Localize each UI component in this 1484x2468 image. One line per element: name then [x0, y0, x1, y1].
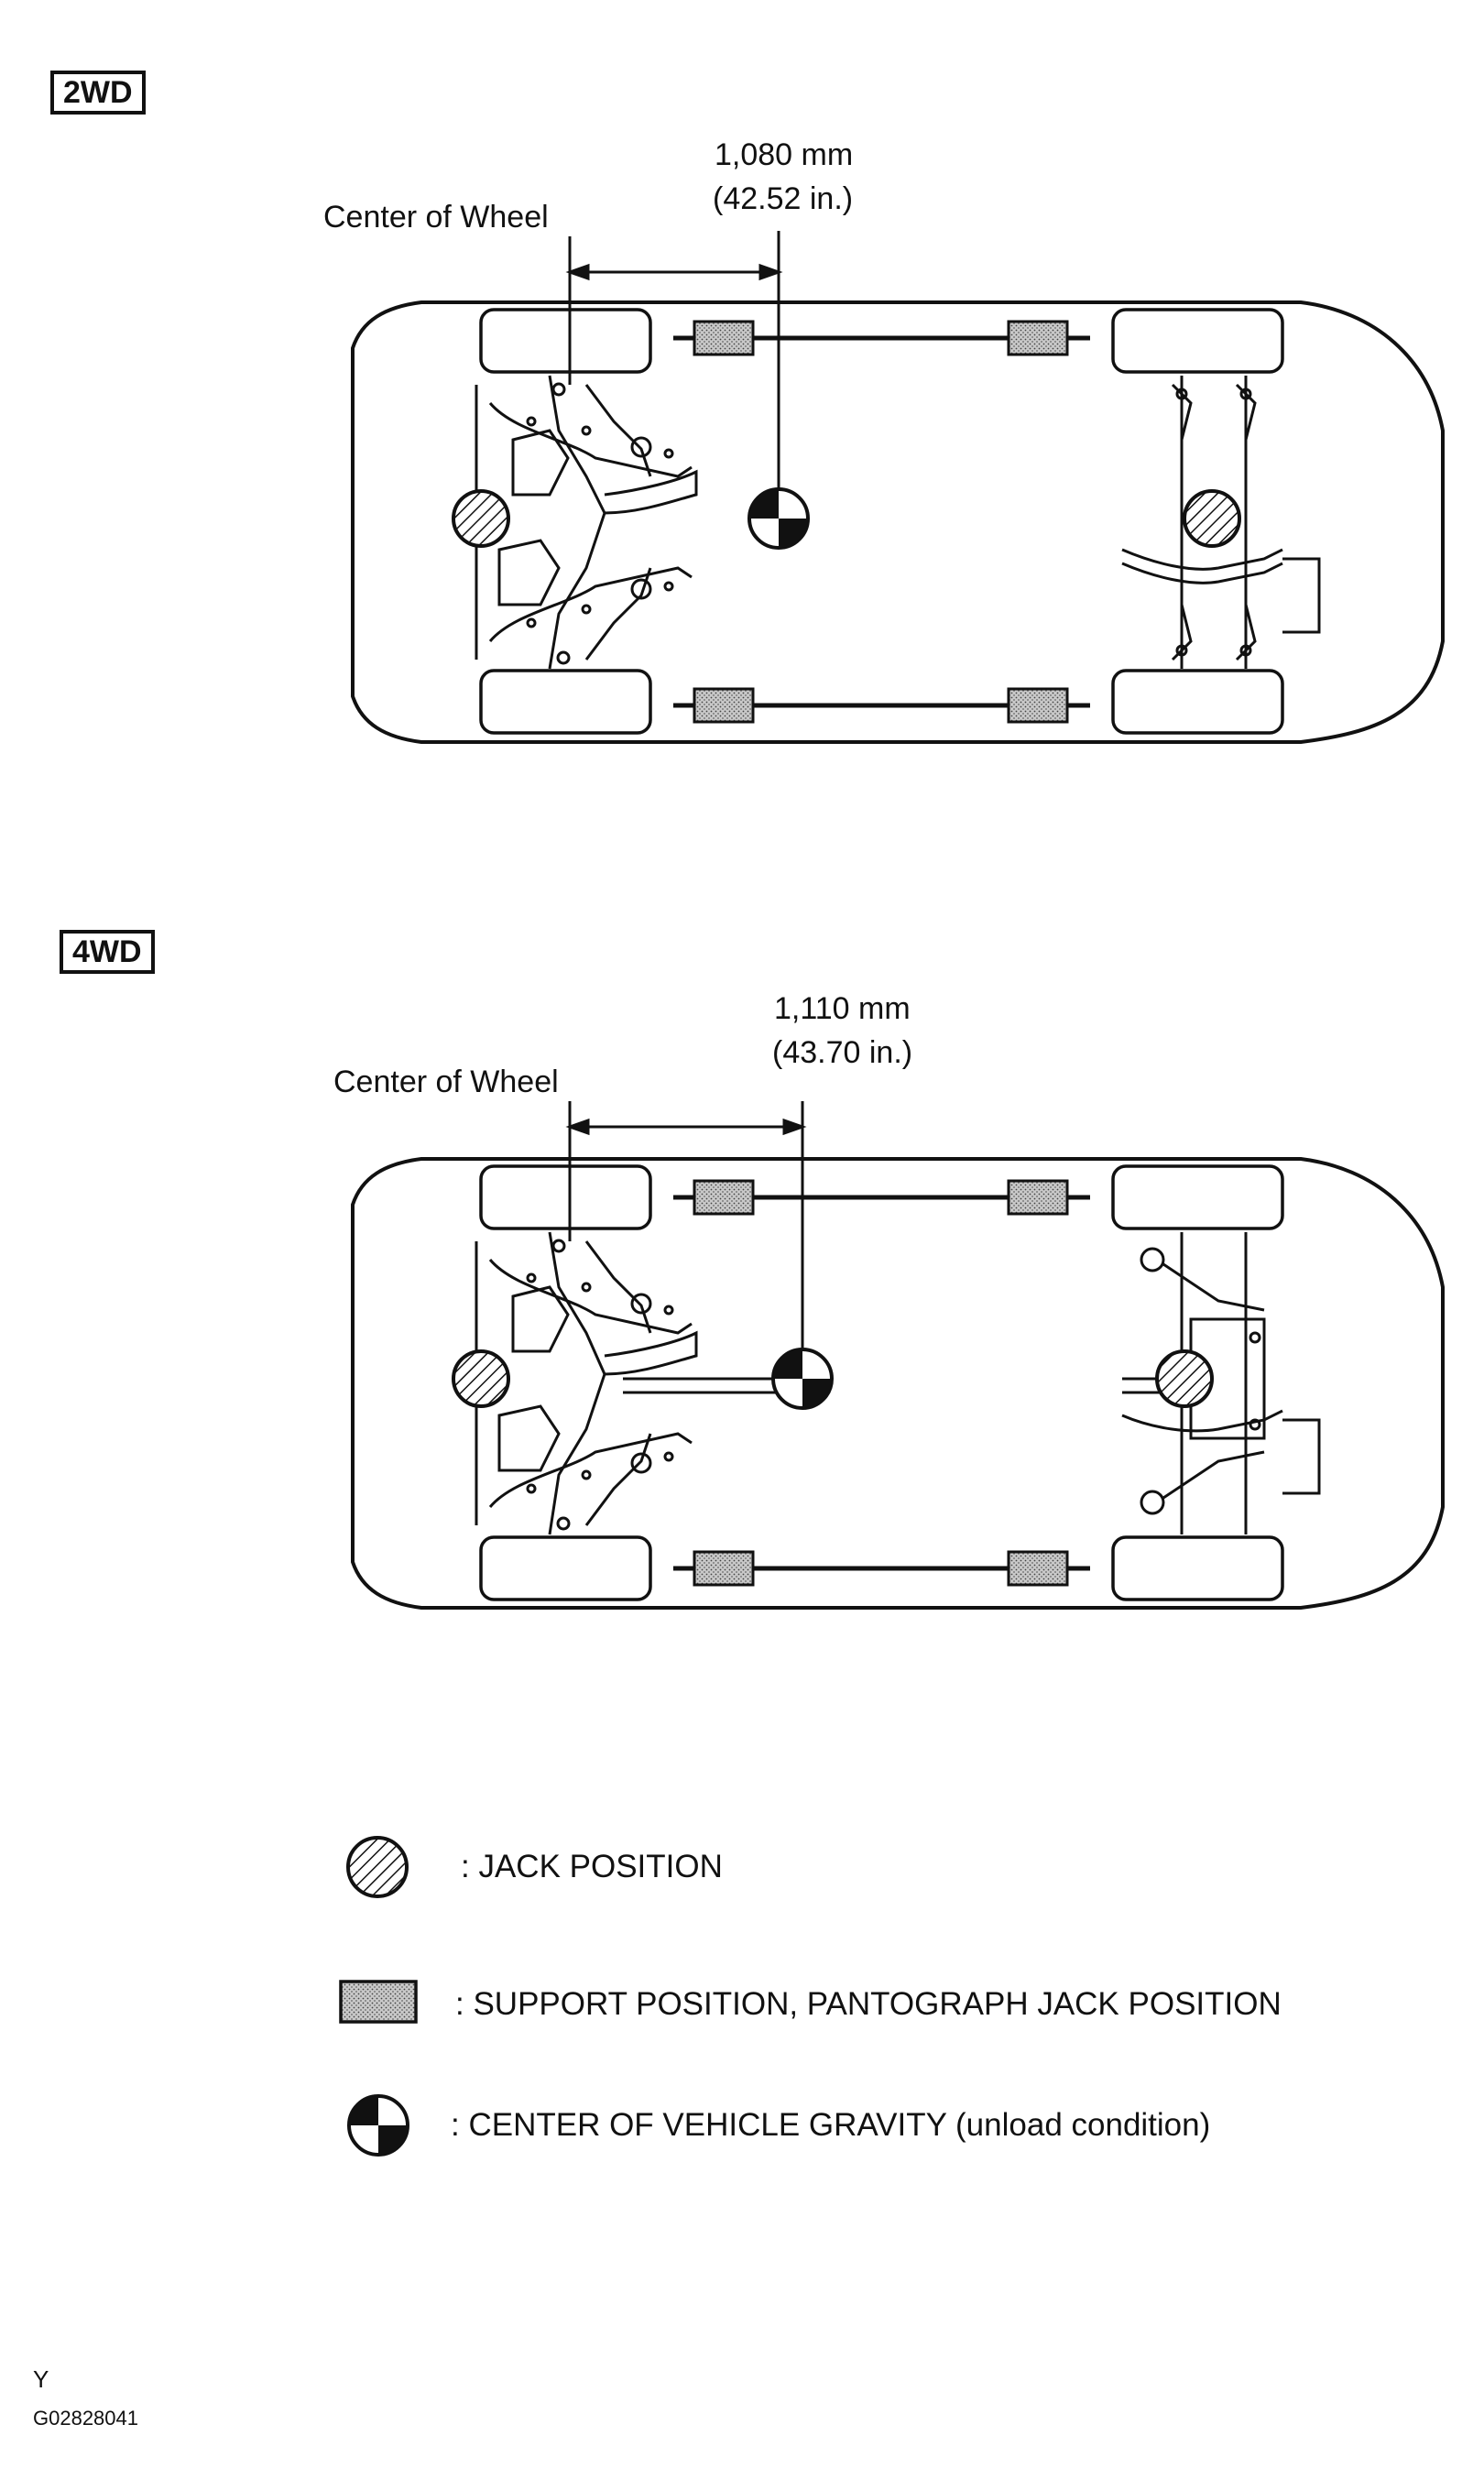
car-2wd	[351, 231, 1445, 744]
hatched-circle-icon	[346, 1836, 409, 1898]
car-4wd	[351, 1101, 1445, 1610]
section-tag-4wd: 4WD	[60, 930, 155, 974]
wheel-rear-bottom	[1111, 669, 1284, 735]
dimension-arrow-2wd	[565, 263, 783, 281]
center-of-gravity-2wd	[747, 487, 810, 550]
distance-mm-2wd: 1,080 mm	[715, 137, 854, 172]
distance-in-4wd: (43.70 in.)	[772, 1035, 913, 1070]
support-pad-rear-top	[1007, 320, 1069, 356]
support-pad-front-bottom	[693, 687, 755, 724]
support-pad-front-bottom	[693, 1550, 755, 1587]
distance-in-2wd: (42.52 in.)	[713, 181, 854, 216]
jack-position-front-4wd	[452, 1349, 510, 1408]
wheel-front-bottom	[479, 669, 652, 735]
section-tag-2wd: 2WD	[50, 71, 146, 115]
center-of-wheel-label-2wd: Center of Wheel	[323, 200, 549, 235]
support-pad-rear-top	[1007, 1179, 1069, 1216]
wheel-rear-bottom	[1111, 1535, 1284, 1601]
center-of-wheel-label-4wd: Center of Wheel	[333, 1065, 559, 1099]
wheel-rear-top	[1111, 1164, 1284, 1230]
wheel-front-bottom	[479, 1535, 652, 1601]
legend-support-position: : SUPPORT POSITION, PANTOGRAPH JACK POSI…	[455, 1986, 1282, 2022]
center-of-gravity-4wd	[771, 1348, 834, 1410]
wheel-front-top	[479, 308, 652, 374]
jack-position-rear-4wd	[1155, 1349, 1214, 1408]
support-pad-front-top	[693, 1179, 755, 1216]
car-body-outline	[351, 300, 1445, 744]
footer-letter: Y	[33, 2365, 49, 2393]
dimension-arrow-4wd	[565, 1118, 807, 1136]
wheel-rear-top	[1111, 308, 1284, 374]
legend-jack-position: : JACK POSITION	[461, 1849, 723, 1884]
stippled-rectangle-icon	[339, 1980, 418, 2024]
jack-position-rear-2wd	[1183, 489, 1241, 548]
rear-suspension	[1121, 376, 1321, 669]
support-pad-front-top	[693, 320, 755, 356]
wheel-front-top	[479, 1164, 652, 1230]
car-body-outline	[351, 1157, 1445, 1610]
distance-mm-4wd: 1,110 mm	[774, 991, 911, 1026]
footer-code: G02828041	[33, 2407, 138, 2430]
jack-position-front-2wd	[452, 489, 510, 548]
quartered-circle-icon	[347, 2094, 409, 2157]
support-pad-rear-bottom	[1007, 1550, 1069, 1587]
legend-center-of-gravity: : CENTER OF VEHICLE GRAVITY (unload cond…	[451, 2107, 1211, 2143]
support-pad-rear-bottom	[1007, 687, 1069, 724]
